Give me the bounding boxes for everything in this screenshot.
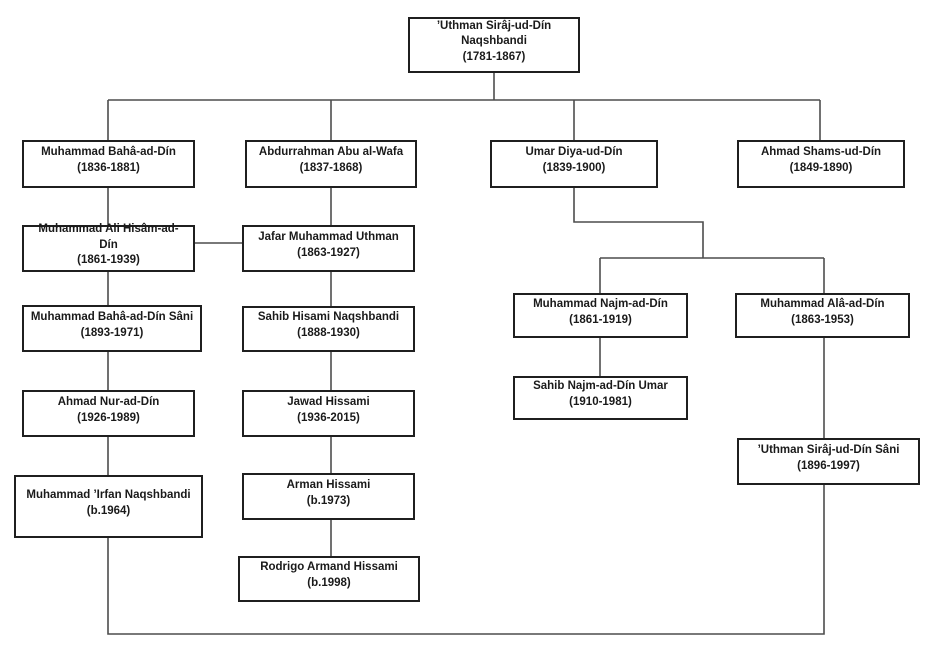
person-name: Muhammad Alâ-ad-Dín bbox=[760, 297, 885, 310]
person-dates: (1893-1971) bbox=[80, 326, 144, 339]
node-muhammad-baha-ad-din: Muhammad Bahâ-ad-Dín (1836-1881) bbox=[22, 140, 195, 188]
node-umar-diya-ud-din: Umar Diya-ud-Dín (1839-1900) bbox=[490, 140, 658, 188]
person-dates: (1936-2015) bbox=[297, 411, 360, 424]
person-dates: (b.1973) bbox=[306, 494, 351, 507]
person-name: Sahib Hisami Naqshbandi bbox=[257, 311, 400, 324]
person-name: Jawad Hissami bbox=[287, 395, 370, 408]
node-muhammad-ala-ad-din: Muhammad Alâ-ad-Dín (1863-1953) bbox=[735, 293, 910, 338]
node-muhammad-najm-ad-din: Muhammad Najm-ad-Dín (1861-1919) bbox=[513, 293, 688, 338]
person-name: Umar Diya-ud-Dín bbox=[525, 146, 623, 159]
node-muhammad-baha-ad-din-sani: Muhammad Bahâ-ad-Dín Sâni (1893-1971) bbox=[22, 305, 202, 352]
node-ahmad-shams-ud-din: Ahmad Shams-ud-Dín (1849-1890) bbox=[737, 140, 905, 188]
person-name: Muhammad Najm-ad-Dín bbox=[533, 297, 668, 310]
person-dates: (1839-1900) bbox=[542, 162, 606, 174]
node-ahmad-nur-ad-din: Ahmad Nur-ad-Dín (1926-1989) bbox=[22, 390, 195, 437]
person-dates: (1837-1868) bbox=[299, 162, 363, 174]
node-jafar-muhammad-uthman: Jafar Muhammad Uthman (1863-1927) bbox=[242, 225, 415, 272]
person-dates: (1863-1953) bbox=[791, 313, 854, 326]
person-dates: (b.1964) bbox=[86, 504, 131, 517]
node-sahib-najm-ad-din-umar: Sahib Najm-ad-Dín Umar (1910-1981) bbox=[513, 376, 688, 420]
connector-umar-elbow bbox=[573, 188, 704, 258]
person-dates: (1910-1981) bbox=[569, 396, 632, 408]
person-name: Jafar Muhammad Uthman bbox=[258, 230, 399, 243]
person-name: Muhammad Bahâ-ad-Dín bbox=[41, 146, 176, 159]
person-dates: (1896-1997) bbox=[797, 459, 860, 472]
node-muhammad-irfan-naqshbandi: Muhammad ’Irfan Naqshbandi (b.1964) bbox=[14, 475, 203, 538]
person-dates: (1781-1867) bbox=[462, 50, 526, 63]
person-name: Ahmad Shams-ud-Dín bbox=[760, 146, 882, 159]
person-name: ’Uthman Sirâj-ud-Dín Naqshbandi bbox=[436, 19, 552, 48]
person-dates: (1863-1927) bbox=[297, 246, 360, 259]
person-dates: (1926-1989) bbox=[77, 411, 140, 424]
node-sahib-hisami-naqshbandi: Sahib Hisami Naqshbandi (1888-1930) bbox=[242, 306, 415, 352]
person-name: Ahmad Nur-ad-Dín bbox=[57, 395, 160, 408]
person-name: Rodrigo Armand Hissami bbox=[260, 561, 398, 574]
person-name: Muhammad Bahâ-ad-Dín Sâni bbox=[30, 310, 194, 323]
person-dates: (1836-1881) bbox=[77, 162, 140, 174]
connector-bottom-loop bbox=[107, 485, 825, 635]
node-rodrigo-armand-hissami: Rodrigo Armand Hissami (b.1998) bbox=[238, 556, 420, 602]
person-name: Muhammad ’Irfan Naqshbandi bbox=[26, 488, 191, 501]
node-jawad-hissami: Jawad Hissami (1936-2015) bbox=[242, 390, 415, 437]
person-name: Sahib Najm-ad-Dín Umar bbox=[533, 380, 668, 393]
node-muhammad-ali-hisam-ad-din: Muhammad Ali Hisâm-ad-Dín (1861-1939) bbox=[22, 223, 195, 272]
node-abdurrahman-abu-al-wafa: Abdurrahman Abu al-Wafa (1837-1868) bbox=[245, 140, 417, 188]
node-uthman-siraj-ud-din-naqshbandi: ’Uthman Sirâj-ud-Dín Naqshbandi (1781-18… bbox=[408, 17, 580, 73]
person-dates: (1861-1939) bbox=[77, 254, 140, 267]
person-dates: (1861-1919) bbox=[569, 313, 632, 326]
person-name: Muhammad Ali Hisâm-ad-Dín bbox=[38, 223, 179, 251]
person-dates: (1888-1930) bbox=[297, 327, 360, 339]
node-uthman-siraj-ud-din-sani: ’Uthman Sirâj-ud-Dín Sâni (1896-1997) bbox=[737, 438, 920, 485]
person-name: Abdurrahman Abu al-Wafa bbox=[258, 146, 404, 159]
person-dates: (1849-1890) bbox=[789, 162, 853, 174]
person-name: Arman Hissami bbox=[286, 478, 371, 491]
node-arman-hissami: Arman Hissami (b.1973) bbox=[242, 473, 415, 520]
person-dates: (b.1998) bbox=[307, 577, 351, 589]
person-name: ’Uthman Sirâj-ud-Dín Sâni bbox=[757, 443, 900, 456]
